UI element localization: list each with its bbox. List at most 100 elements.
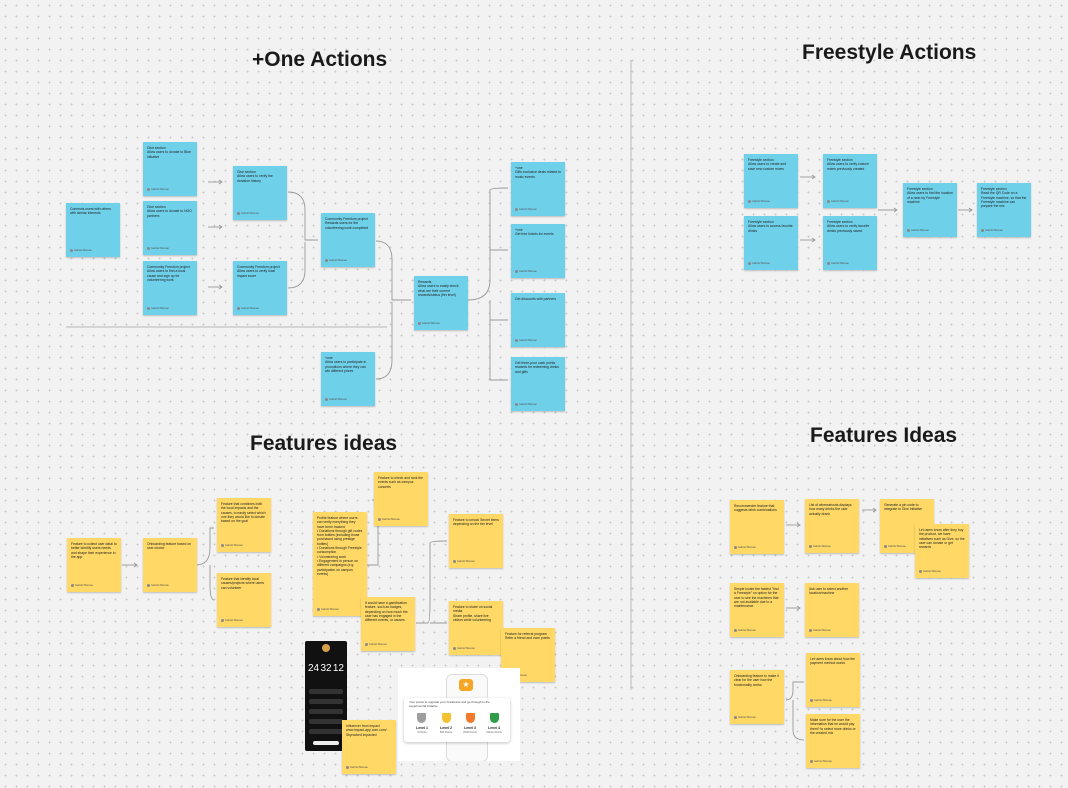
shield-icon [466,713,475,723]
sticky-note[interactable]: Freestyle section Allow users to verify … [823,154,877,208]
note-author: Gabriel Moreau [325,259,347,263]
note-author: Gabriel Moreau [827,200,849,204]
sticky-note[interactable]: List of whereabouts displays how many dr… [805,499,859,553]
note-text: Let users know after they buy the produc… [919,528,965,549]
note-author: Gabriel Moreau [884,545,906,549]
note-text: Freestyle section Allow users to create … [748,158,786,171]
note-author: Gabriel Moreau [221,619,243,623]
note-author: Gabriel Moreau [365,643,387,647]
sticky-note[interactable]: Simple locate the fastest "find a Freest… [730,583,784,637]
note-author: Gabriel Moreau [147,188,169,192]
note-text: Give section Allow users to donate to Bl… [147,146,191,159]
note-author: Gabriel Moreau [515,339,537,343]
note-text: It would have a gamification feature, su… [365,601,408,622]
sticky-note[interactable]: Feature that combines both the local imp… [217,498,271,552]
title-features-ideas-left: Features ideas [250,432,397,456]
note-text: List of whereabouts displays how many dr… [809,503,852,516]
title-features-ideas-right: Features Ideas [810,424,957,448]
sticky-note[interactable]: Give section Allow users to donate to NG… [143,201,197,255]
sticky-note[interactable]: Freestyle section Allow users to create … [744,154,798,208]
note-text: Onboarding feature based on user choice [147,542,191,550]
sticky-note[interactable]: Connects users with others with similar … [66,203,120,257]
note-text: Feature to share on social media Share p… [453,605,492,622]
sticky-note[interactable]: Feature to share on social media Share p… [449,601,503,655]
note-author: Gabriel Moreau [907,229,929,233]
note-text: Freestyle section Allow users to verify … [827,220,869,233]
tier-level-points: 500 Points [435,731,457,734]
note-author: Gabriel Moreau [418,322,440,326]
sticky-note[interactable]: Give section Allow users to verify the d… [233,166,287,220]
note-author: Gabriel Moreau [515,270,537,274]
sticky-note[interactable]: Community Freedom project Allow users to… [233,261,287,315]
list-item [309,699,343,704]
note-author: Gabriel Moreau [515,403,537,407]
note-author: Gabriel Moreau [237,307,259,311]
note-author: Gabriel Moreau [71,584,93,588]
note-text: Make sure for the user the information t… [810,718,856,735]
shield-icon [490,713,499,723]
sticky-note[interactable]: Community Freedom project Rewards users … [321,213,375,267]
sticky-note[interactable]: Let users know about how the payment met… [806,653,860,707]
sticky-note[interactable]: +one Allow users to participate in promo… [321,352,375,406]
note-text: Recommender feature that suggests drink … [734,504,777,512]
sticky-note[interactable]: Make sure for the user the information t… [806,714,860,768]
sticky-note[interactable]: Community Freedom project Allow users to… [143,261,197,315]
tier-level-label: Level 2 [435,726,457,730]
note-author: Gabriel Moreau [810,699,832,703]
sticky-note[interactable]: Feature to check and rank the events suc… [374,472,428,526]
note-text: Generate a pin code to integrate to Give… [884,503,922,511]
note-author: Gabriel Moreau [809,545,831,549]
sticky-note[interactable]: Onboarding feature to make it clear for … [730,670,784,724]
sticky-note[interactable]: +one Gifts exclusive deals related to mu… [511,162,565,216]
note-text: Freestyle section Allow users to verify … [827,158,869,171]
sticky-note[interactable]: Let users know after they buy the produc… [915,524,969,578]
note-author: Gabriel Moreau [748,200,770,204]
sticky-note[interactable]: Feature to unlock Secret items depending… [449,514,503,568]
sticky-note[interactable]: Profile feature where users can verify e… [313,512,367,616]
note-author: Gabriel Moreau [981,229,1003,233]
note-text: Community Freedom project Allow users to… [147,265,190,282]
sticky-note[interactable]: Freestyle section Read the QR Code on a … [977,183,1031,237]
note-text: Get three-pour cash points rewards for r… [515,361,559,374]
title-freestyle-actions: Freestyle Actions [802,41,976,65]
note-author: Gabriel Moreau [147,247,169,251]
note-text: Let users know about how the payment met… [810,657,855,665]
sticky-note[interactable]: Feature to collect user data/ to better … [67,538,121,592]
note-author: Gabriel Moreau [809,629,831,633]
tier-card: Your points to upgrade your Greatness an… [404,698,510,742]
note-text: Simple locate the fastest "find a Freest… [734,587,779,608]
note-text: Give section Allow users to donate to NG… [147,205,192,218]
sticky-note[interactable]: Rewards Allow users to easily check what… [414,276,468,330]
sticky-note[interactable]: Get three-pour cash points rewards for r… [511,357,565,411]
note-text: Rewards Allow users to easily check what… [418,280,459,297]
sticky-note[interactable]: Freestyle section Allow users to verify … [823,216,877,270]
sticky-note[interactable]: Feature that identify local causes/proje… [217,573,271,627]
note-text: Community Freedom project Allow users to… [237,265,280,278]
note-author: Gabriel Moreau [515,208,537,212]
note-author: Gabriel Moreau [748,262,770,266]
sticky-note[interactable]: It would have a gamification feature, su… [361,597,415,651]
tier-level-points: 0 Points [411,731,433,734]
note-text: Give section Allow users to verify the d… [237,170,273,183]
sticky-note[interactable]: Freestyle section Allow users to access … [744,216,798,270]
note-author: Gabriel Moreau [810,760,832,764]
sticky-note[interactable]: Ask user to select another location/mach… [805,583,859,637]
sticky-note[interactable]: Give section Allow users to donate to Bl… [143,142,197,196]
sticky-note[interactable]: Freestyle section Allow users to find th… [903,183,957,237]
sticky-note[interactable]: Recommender feature that suggests drink … [730,500,784,554]
cta-button [313,741,339,745]
list-item [309,719,343,724]
note-author: Gabriel Moreau [378,518,400,522]
list-item [309,729,343,734]
countdown-hours: 32 [320,663,331,674]
note-author: Gabriel Moreau [237,212,259,216]
title-one-actions: +One Actions [252,48,387,72]
note-author: Gabriel Moreau [70,249,92,253]
sticky-note[interactable]: Influencer from Impact www.impact-app.co… [342,720,396,774]
note-text: Feature to unlock Secret items depending… [453,518,499,526]
tier-level-label: Level 1 [411,726,433,730]
note-text: Get discounts with partners [515,297,556,301]
